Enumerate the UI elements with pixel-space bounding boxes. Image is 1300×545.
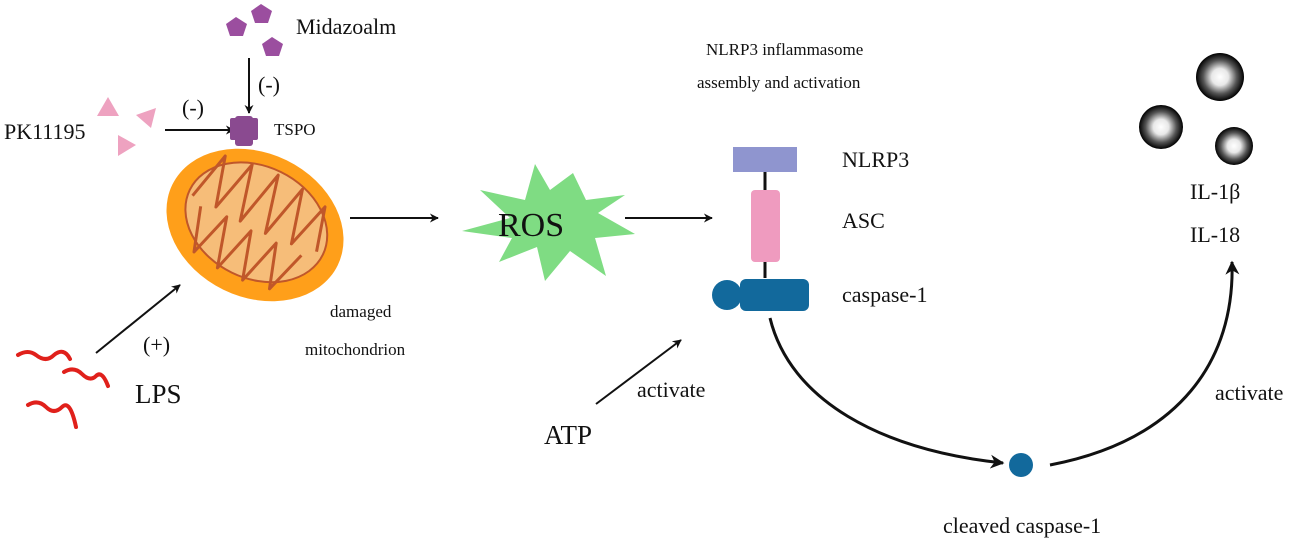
cytokine-sphere-icon (1215, 127, 1253, 165)
pk11195-molecules (97, 97, 156, 156)
pk11195-inhibit-label: (-) (182, 95, 204, 120)
pk11195-triangle-icon (97, 97, 119, 116)
cytokine-sphere-icon (1139, 105, 1183, 149)
activation-curved-arrow (1049, 260, 1240, 467)
il-activate-label: activate (1215, 380, 1283, 405)
lps-wave-icon (62, 367, 110, 388)
pk11195-triangle-icon (118, 135, 136, 156)
caspase-domain (740, 279, 809, 311)
cleavage-curved-arrow (768, 317, 1005, 469)
lps-arrow (95, 284, 181, 354)
il1b-label: IL-1β (1190, 179, 1240, 204)
cleaved-caspase1-label: cleaved caspase-1 (943, 513, 1101, 538)
lps-wave-icon (26, 400, 78, 429)
midazolam-molecules (226, 4, 283, 56)
caspase1-label: caspase-1 (842, 282, 928, 307)
lps-molecules (16, 349, 110, 429)
nlrp3-domain (733, 147, 797, 172)
cytokine-spheres (1139, 53, 1253, 165)
nlrp3-inflammasome-complex (712, 147, 809, 311)
asc-domain (751, 190, 780, 262)
tspo-label: TSPO (274, 120, 316, 139)
damaged-mitochondrion-label-line2: mitochondrion (305, 340, 406, 359)
midazolam-pentagon-icon (251, 4, 272, 23)
asc-label: ASC (842, 208, 885, 233)
damaged-mitochondrion-label-line1: damaged (330, 302, 392, 321)
tspo-receptor-icon (230, 116, 258, 146)
caspase-domain-circle (712, 280, 742, 310)
atp-activate-label: activate (637, 377, 705, 402)
ros-burst-icon (462, 164, 635, 281)
ros-label: ROS (498, 207, 564, 244)
lps-label: LPS (135, 379, 182, 409)
mitochondrion-cristae (191, 154, 327, 291)
midazolam-inhibit-label: (-) (258, 72, 280, 97)
midazolam-pentagon-icon (226, 17, 247, 36)
inflammasome-title-line1: NLRP3 inflammasome (706, 40, 863, 59)
midazolam-label: Midazoalm (296, 14, 396, 39)
atp-label: ATP (544, 420, 592, 450)
nlrp3-label: NLRP3 (842, 147, 909, 172)
atp-arrow (595, 339, 682, 405)
cleaved-caspase1-dot (1009, 453, 1033, 477)
inflammasome-title-line2: assembly and activation (697, 73, 861, 92)
cytokine-sphere-icon (1196, 53, 1244, 101)
pk11195-triangle-icon (136, 108, 156, 128)
pk11195-label: PK11195 (4, 119, 86, 144)
lps-promote-label: (+) (143, 332, 170, 357)
lps-wave-icon (16, 349, 72, 361)
midazolam-pentagon-icon (262, 37, 283, 56)
il18-label: IL-18 (1190, 222, 1240, 247)
mitochondrion (166, 148, 344, 302)
